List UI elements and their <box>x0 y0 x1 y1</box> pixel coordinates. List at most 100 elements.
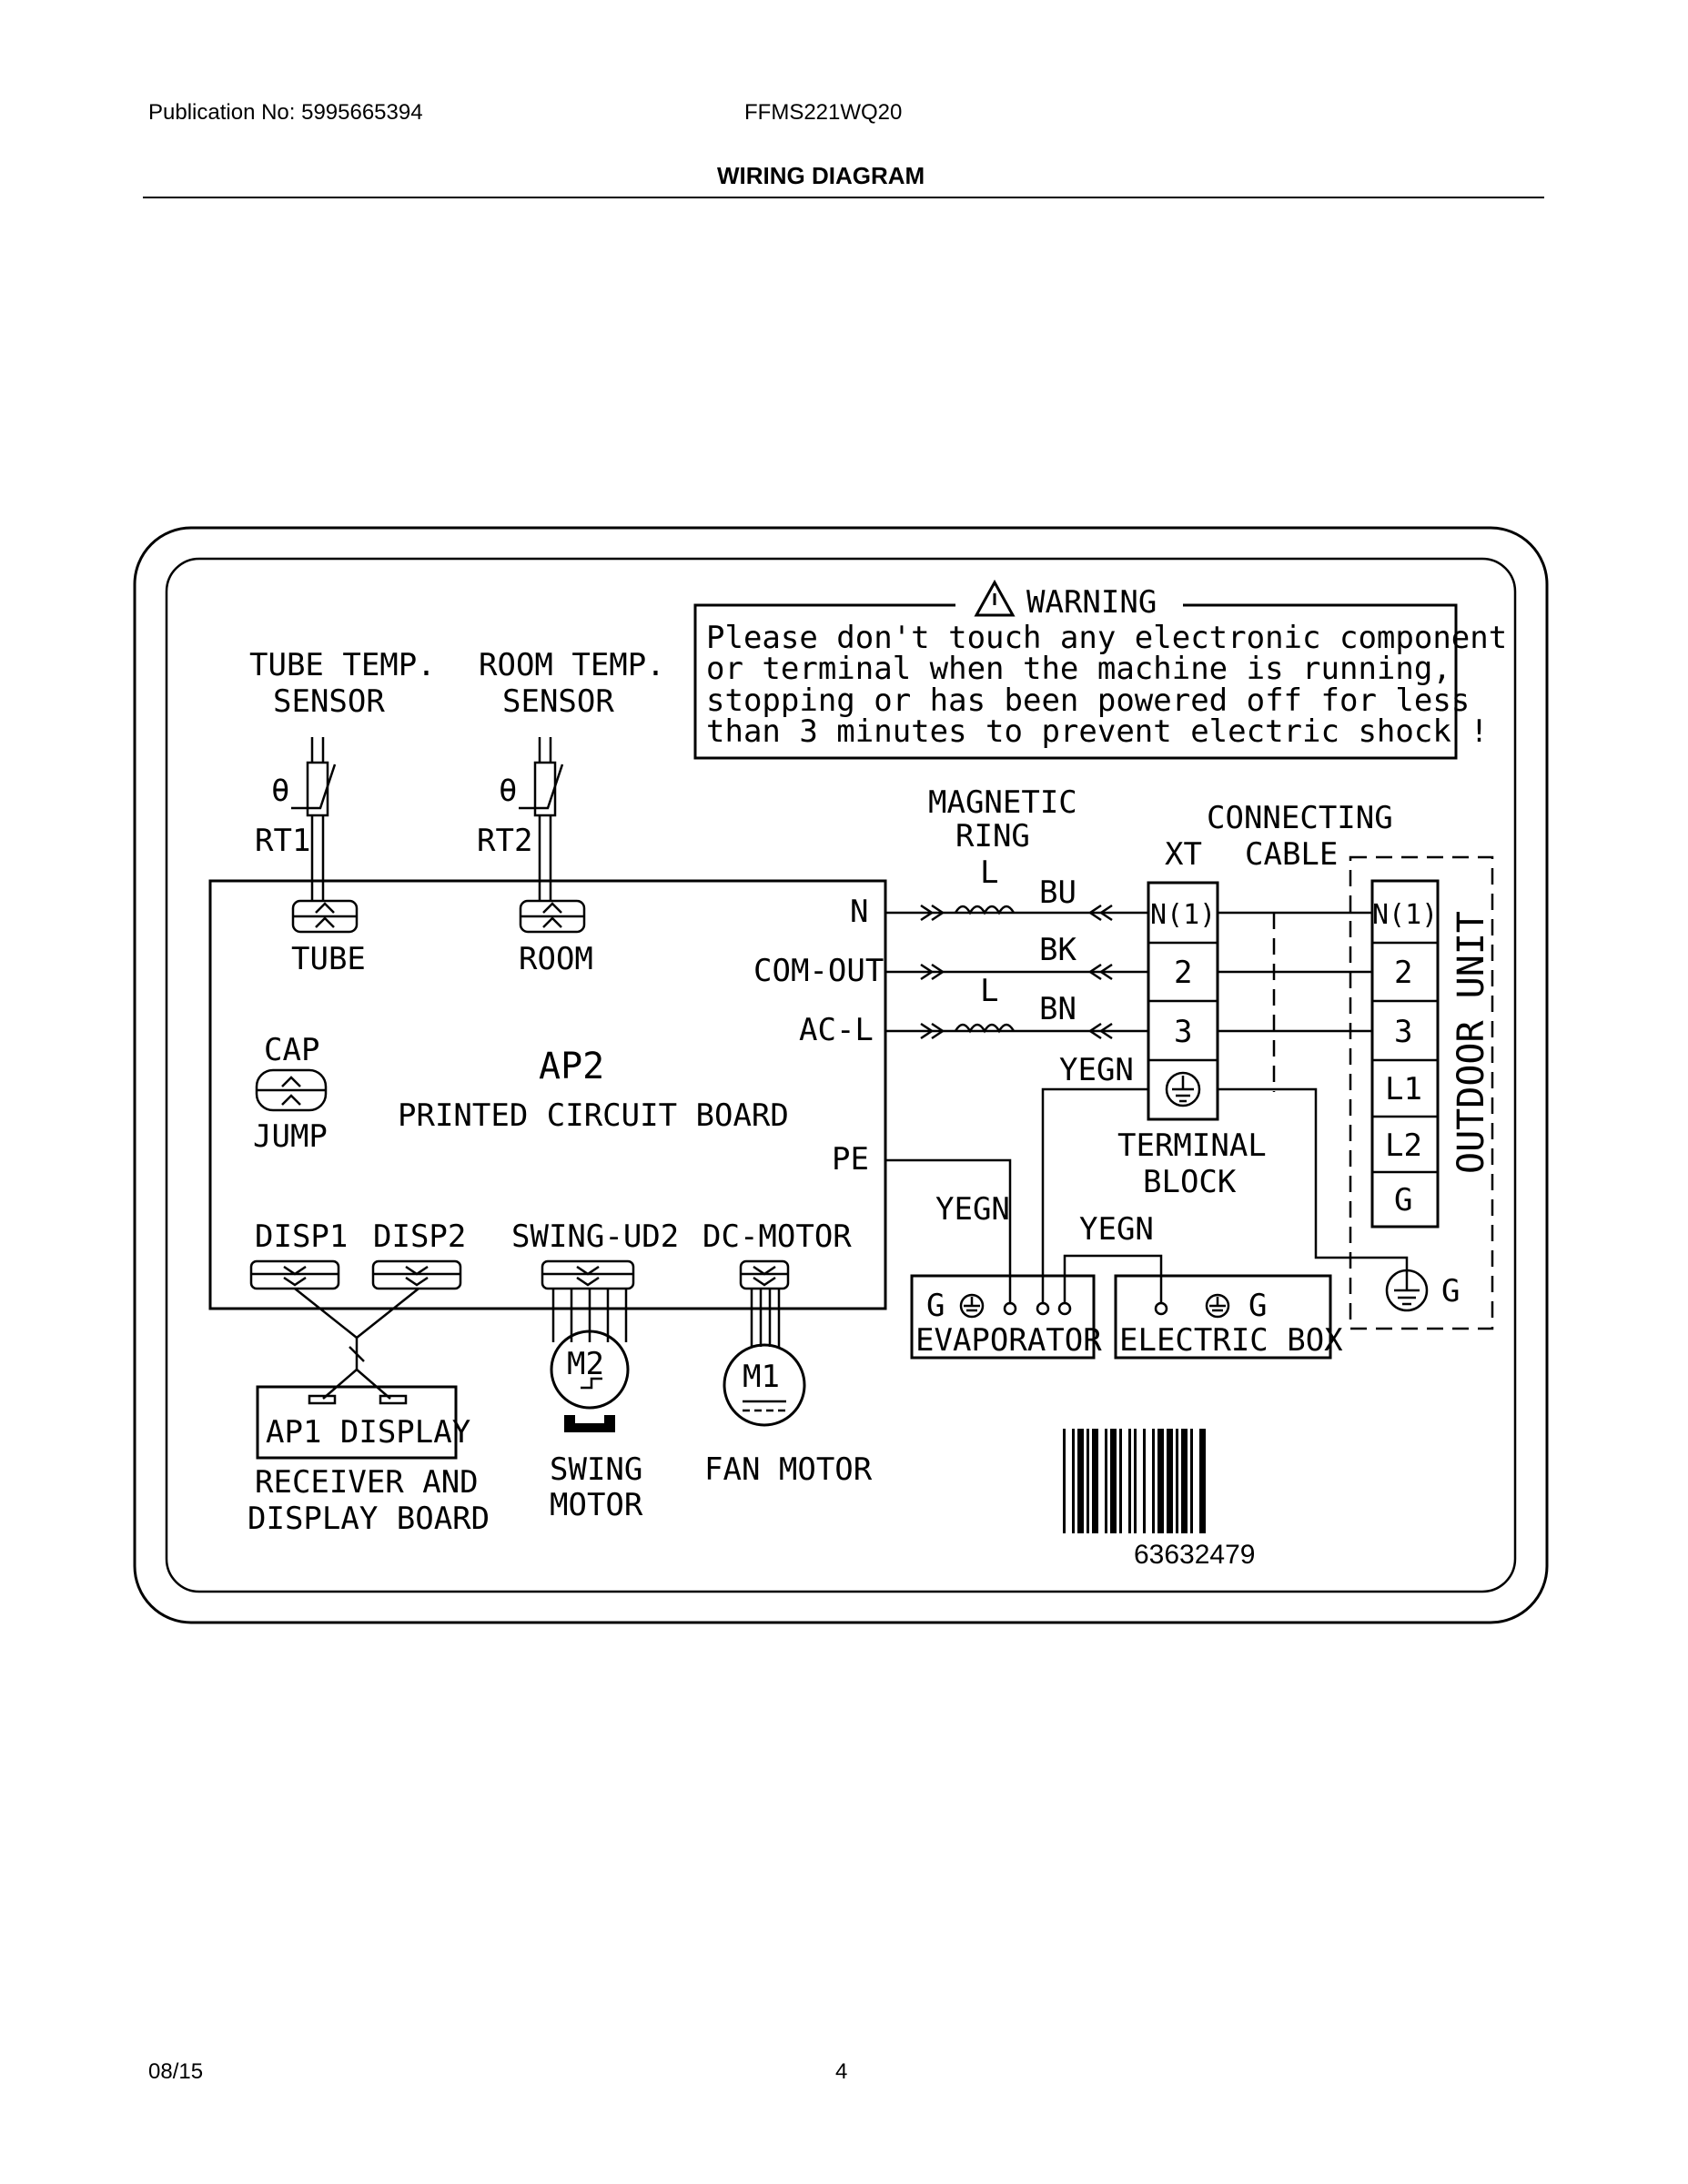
pcb-terminal-n: N <box>850 894 868 930</box>
swing-motor-icon <box>550 1330 630 1410</box>
yegn-mid-label: YEGN <box>1079 1211 1154 1248</box>
barcode-bar <box>1143 1429 1146 1533</box>
tube-sensor-label-2: SENSOR <box>273 683 385 720</box>
inner-frame <box>165 557 1517 1593</box>
evaporator-ground-icon <box>959 1293 985 1319</box>
room-connector-label: ROOM <box>519 941 593 977</box>
barcode-bar <box>1134 1429 1137 1533</box>
outdoor-ground-icon <box>1385 1269 1429 1312</box>
fan-motor-label: FAN MOTOR <box>704 1451 873 1488</box>
inductor-top-icon <box>954 905 1016 915</box>
terminal-cell-3: 3 <box>1174 1014 1192 1050</box>
barcode-bar <box>1181 1429 1188 1533</box>
warning-line-2: or terminal when the machine is running, <box>706 651 1451 687</box>
connecting-label: CONNECTING <box>1207 800 1393 836</box>
outdoor-cell-l2: L2 <box>1385 1127 1422 1164</box>
yegn-wire-evaporator <box>1041 1087 1148 1303</box>
barcode-bar <box>1176 1429 1178 1533</box>
outdoor-g-label: G <box>1441 1273 1460 1309</box>
receiver-label: RECEIVER AND <box>255 1464 479 1501</box>
barcode-bar <box>1110 1429 1117 1533</box>
barcode-number: 63632479 <box>1134 1540 1255 1570</box>
tube-theta-symbol: θ <box>271 773 289 809</box>
warning-title: WARNING <box>1026 584 1157 621</box>
electric-box <box>1114 1274 1332 1360</box>
cap-label: CAP <box>264 1032 319 1068</box>
pcb-terminal-ac-l: AC-L <box>799 1012 874 1048</box>
block-label: BLOCK <box>1143 1164 1237 1200</box>
ap1-display-box <box>256 1385 458 1460</box>
electric-box-g-label: G <box>1248 1288 1267 1324</box>
rt2-label: RT2 <box>477 823 532 859</box>
yegn-wire-electric-box <box>1063 1254 1163 1303</box>
publication-number: Publication No: 5995665394 <box>148 100 423 125</box>
outdoor-cell-n1: N(1) <box>1372 899 1438 931</box>
barcode-bar <box>1087 1429 1089 1533</box>
disp1-label: DISP1 <box>255 1218 348 1255</box>
barcode-bar <box>1092 1429 1098 1533</box>
xt-label: XT <box>1165 836 1202 873</box>
barcode-bar <box>1167 1429 1173 1533</box>
model-number: FFMS221WQ20 <box>744 100 903 125</box>
barcode-bar <box>1199 1429 1206 1533</box>
terminal-cell-n1: N(1) <box>1150 899 1216 931</box>
barcode-bar <box>1105 1429 1107 1533</box>
pcb-terminal-pe: PE <box>832 1141 869 1178</box>
ap2-label: AP2 <box>539 1046 604 1087</box>
barcode-bar <box>1157 1429 1164 1533</box>
barcode-bar <box>1077 1429 1084 1533</box>
swing-label: SWING <box>550 1451 642 1488</box>
wire-bu-label: BU <box>1039 875 1076 911</box>
warning-line-1: Please don't touch any electronic compon… <box>706 620 1507 656</box>
footer-date: 08/15 <box>148 2059 204 2084</box>
wire-bk-label: BK <box>1039 932 1076 968</box>
tube-thermistor-slash <box>291 763 337 810</box>
swing-motor-label: MOTOR <box>550 1487 643 1523</box>
outdoor-cell-2: 2 <box>1394 955 1412 991</box>
evaporator-g-label: G <box>926 1288 945 1324</box>
disp2-label: DISP2 <box>373 1218 466 1255</box>
barcode-bar <box>1190 1429 1193 1533</box>
room-theta-symbol: θ <box>499 773 517 809</box>
header-rule <box>143 197 1544 198</box>
fan-motor-icon <box>723 1343 806 1427</box>
inductor-bottom-icon <box>954 1023 1016 1034</box>
pcb-label: PRINTED CIRCUIT BOARD <box>398 1097 789 1134</box>
inductor-l-bottom: L <box>980 973 998 1009</box>
barcode-bar <box>1119 1429 1122 1533</box>
yegn-top-label: YEGN <box>1059 1052 1134 1088</box>
pcb-terminal-com-out: COM-OUT <box>753 953 884 989</box>
warning-line-3: stopping or has been powered off for les… <box>706 682 1470 719</box>
tube-sensor-label-1: TUBE TEMP. <box>249 647 436 683</box>
wire-bn-label: BN <box>1039 991 1076 1027</box>
display-cable <box>294 1288 419 1340</box>
outer-frame <box>133 526 1549 1624</box>
barcode-bar <box>1128 1429 1131 1533</box>
barcode-bar <box>1152 1429 1155 1533</box>
yegn-left-label: YEGN <box>935 1191 1010 1228</box>
swing-motor-base-icon <box>564 1415 615 1432</box>
swing-ud2-label: SWING-UD2 <box>511 1218 679 1255</box>
rt1-label: RT1 <box>255 823 310 859</box>
inductor-l-top: L <box>980 854 998 891</box>
terminal-label: TERMINAL <box>1117 1127 1267 1164</box>
room-sensor-label-2: SENSOR <box>502 683 614 720</box>
terminal-cell-2: 2 <box>1174 955 1192 991</box>
tube-connector-label: TUBE <box>291 941 366 977</box>
outdoor-unit-label: OUTDOOR UNIT <box>1450 911 1492 1174</box>
ring-label: RING <box>955 818 1030 854</box>
page-title: WIRING DIAGRAM <box>717 162 925 189</box>
ap1-display-label: AP1 DISPLAY <box>266 1414 470 1451</box>
electric-box-label: ELECTRIC BOX <box>1119 1322 1343 1359</box>
yegn-wire-outdoor <box>1218 1087 1409 1274</box>
electric-box-ground-icon <box>1205 1293 1230 1319</box>
jump-label: JUMP <box>253 1118 328 1155</box>
evaporator-label: EVAPORATOR <box>915 1322 1102 1359</box>
room-thermistor-slash <box>519 763 564 810</box>
pe-wire <box>885 1158 1012 1303</box>
outdoor-cell-3: 3 <box>1394 1014 1412 1050</box>
page-number: 4 <box>835 2059 848 2084</box>
pcb-board <box>208 879 887 1310</box>
outdoor-cell-l1: L1 <box>1385 1071 1422 1107</box>
